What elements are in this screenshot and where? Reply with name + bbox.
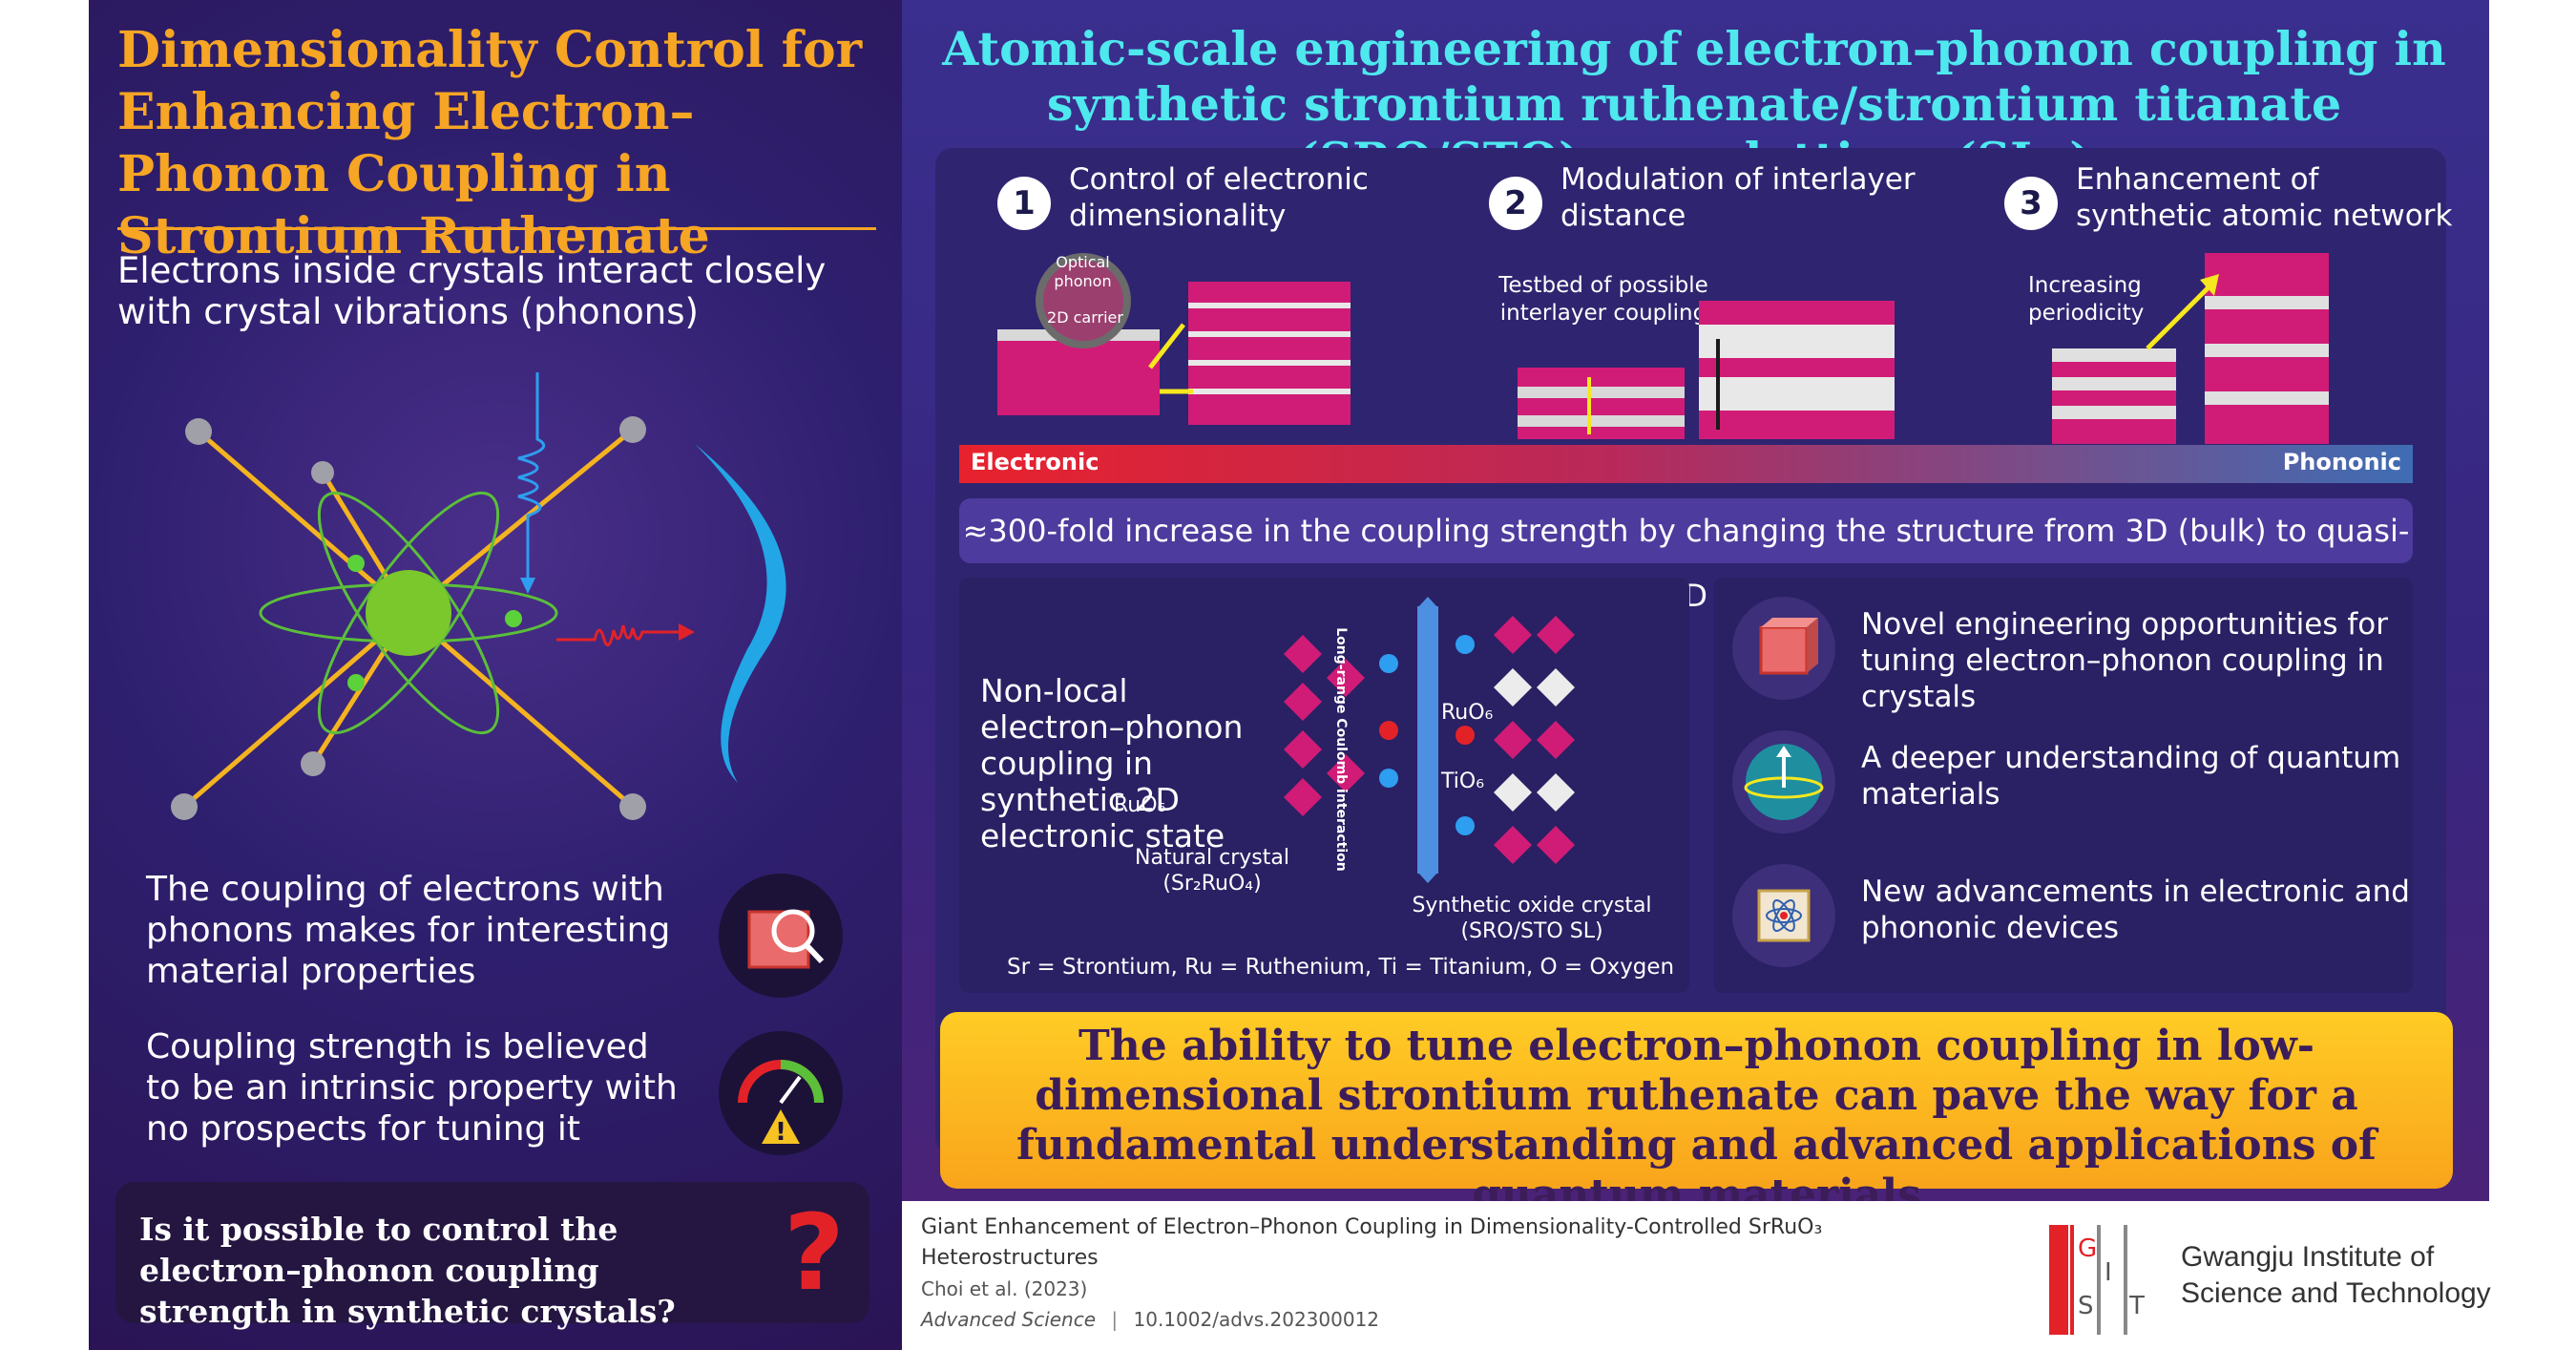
- question-mark-icon: ?: [784, 1192, 845, 1314]
- step-3-number: 3: [2004, 177, 2058, 230]
- atom-chip-icon: [1732, 864, 1835, 967]
- tio6-label: TiO₆: [1441, 770, 1485, 793]
- coupling-note-text: The coupling of electrons with phonons m…: [146, 870, 671, 991]
- logo-letter-s: S: [2078, 1292, 2094, 1320]
- synthetic-crystal-label: Synthetic oxide crystal: [1412, 894, 1652, 918]
- advantage-quantum-text: A deeper understanding of quantum materi…: [1861, 741, 2401, 812]
- coulomb-interaction-label: Long-range Coulomb interaction: [1333, 627, 1349, 872]
- journal-name: Advanced Science: [921, 1308, 1097, 1331]
- nucleus-circle: [366, 570, 451, 656]
- nonlocal-coupling-text: Non-local electron–phonon coupling in sy…: [980, 672, 1244, 854]
- conclusion-box: The ability to tune electron–phonon coup…: [940, 1012, 2453, 1201]
- advantage-engineering-text: Novel engineering opportunities for tuni…: [1861, 607, 2388, 714]
- crystal-structures-illustration: [1284, 597, 1575, 883]
- logo-letter-t: T: [2129, 1292, 2145, 1320]
- logo-letter-g: G: [2078, 1234, 2098, 1263]
- magnifier-crystal-icon: [719, 874, 843, 998]
- svg-text:!: !: [775, 1118, 786, 1147]
- conclusion-text: The ability to tune electron–phonon coup…: [1016, 1022, 2377, 1201]
- paper-authors: Choi et al. (2023): [921, 1277, 1088, 1300]
- electronic-phononic-spectrum: Electronic Phononic: [959, 445, 2413, 483]
- increasing-periodicity-label: Increasing periodicity: [2028, 273, 2145, 326]
- title-divider: [117, 227, 876, 230]
- step-1-label: Control of electronic dimensionality: [1069, 162, 1369, 233]
- ruo6-synthetic-label: RuO₆: [1441, 701, 1494, 725]
- advantage-devices-text: New advancements in electronic and phono…: [1861, 875, 2410, 945]
- step-3-label: Enhancement of synthetic atomic network: [2076, 162, 2453, 233]
- bulk-to-2d-lattice-icon: [997, 253, 1351, 425]
- optical-phonon-label: Optical phonon: [1054, 253, 1112, 290]
- paper-doi[interactable]: 10.1002/advs.202300012: [1133, 1308, 1380, 1331]
- nonlocal-coupling-panel: Non-local electron–phonon coupling in sy…: [959, 578, 1689, 993]
- ruo6-natural-label: RuO₆: [1114, 793, 1166, 817]
- left-panel: Dimensionality Control for Enhancing Ele…: [89, 0, 902, 1350]
- step-2-number: 2: [1489, 177, 1542, 230]
- coupling-increase-banner: ≈300-fold increase in the coupling stren…: [959, 498, 2413, 614]
- right-panel: Atomic-scale engineering of electron–pho…: [902, 0, 2489, 1201]
- left-intro-text: Electrons inside crystals interact close…: [117, 250, 827, 332]
- cube-crystal-icon: [1732, 597, 1835, 700]
- institute-name: Gwangju Institute of Science and Technol…: [2181, 1241, 2491, 1309]
- content-card: 1 Control of electronic dimensionality 2…: [935, 148, 2452, 1155]
- quantum-sphere-icon: [1732, 730, 1835, 833]
- 2d-carrier-label: 2D carrier: [1047, 308, 1123, 327]
- question-text: Is it possible to control the electron–p…: [139, 1211, 676, 1330]
- gist-logo: G I S T: [2049, 1225, 2145, 1335]
- step-2-label: Modulation of interlayer distance: [1560, 162, 1916, 233]
- gauge-warning-icon: !: [719, 1031, 843, 1155]
- step-1-number: 1: [997, 177, 1051, 230]
- question-box: Is it possible to control the electron–p…: [115, 1182, 869, 1330]
- spectrum-electronic-label: Electronic: [971, 449, 1100, 475]
- synthetic-crystal-formula: (SRO/STO SL): [1460, 919, 1603, 943]
- paper-citation: Giant Enhancement of Electron–Phonon Cou…: [921, 1213, 1875, 1335]
- intrinsic-property-note-text: Coupling strength is believed to be an i…: [146, 1027, 678, 1149]
- natural-crystal-formula: (Sr₂RuO₄): [1162, 872, 1262, 896]
- interlayer-lattice-icon: [1518, 301, 1895, 439]
- periodicity-lattice-icon: [2052, 253, 2329, 444]
- electron-phonon-illustration: [171, 372, 786, 820]
- spectrum-phononic-label: Phononic: [2282, 449, 2401, 475]
- natural-crystal-label: Natural crystal: [1135, 846, 1289, 870]
- testbed-label: Testbed of possible interlayer coupling: [1498, 273, 1708, 326]
- paper-title: Giant Enhancement of Electron–Phonon Cou…: [921, 1215, 1823, 1270]
- logo-letter-i: I: [2105, 1258, 2112, 1287]
- coulomb-interaction-arrow: Long-range Coulomb interaction: [1331, 616, 1356, 893]
- advantages-panel: Novel engineering opportunities for tuni…: [1713, 578, 2413, 993]
- left-title: Dimensionality Control for Enhancing Ele…: [117, 21, 863, 265]
- elements-legend: Sr = Strontium, Ru = Ruthenium, Ti = Tit…: [1007, 955, 1675, 980]
